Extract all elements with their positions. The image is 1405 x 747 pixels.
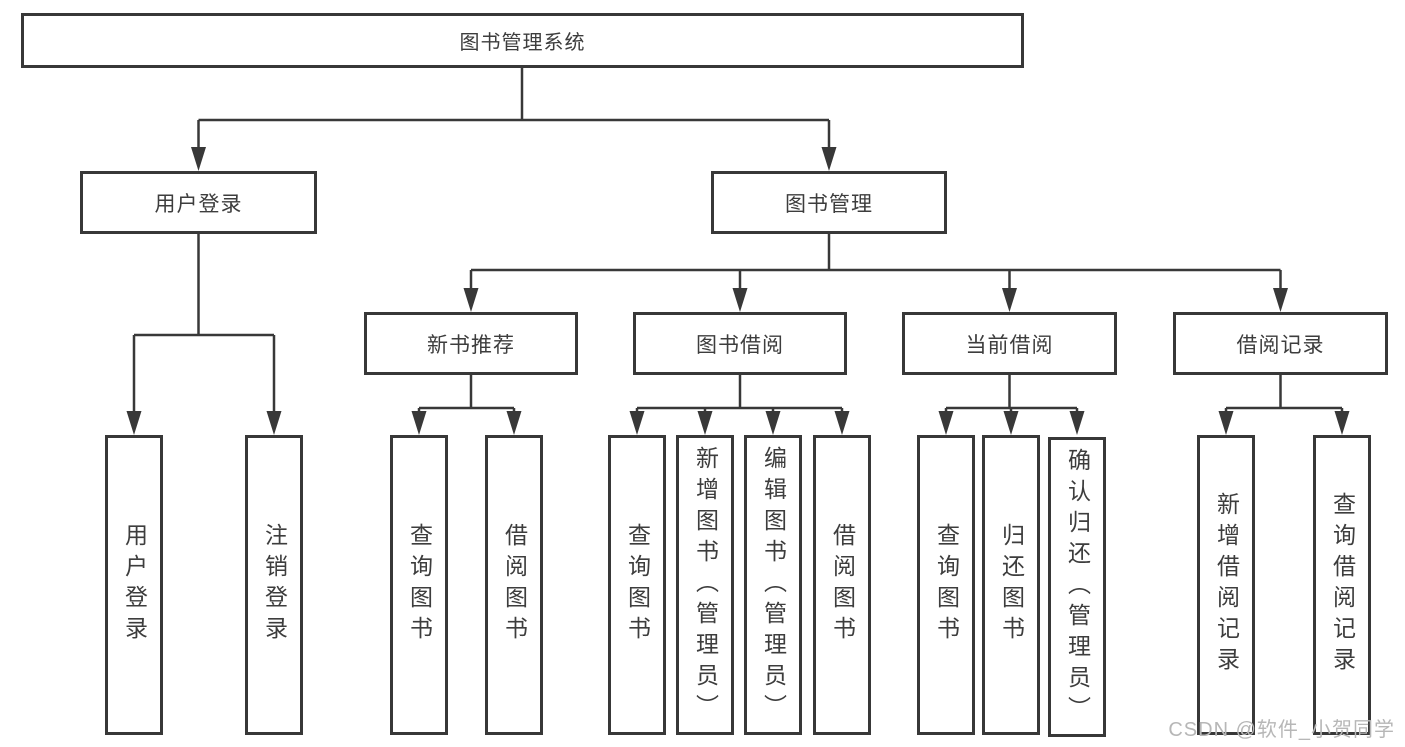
connector-root-to-level2 (191, 68, 837, 171)
leaf-user-login: 用户登录 (105, 435, 163, 735)
node-book-management: 图书管理 (711, 171, 947, 234)
connector-current-to-children (938, 375, 1085, 435)
leaf-add-books-admin: 新增图书（管理员） (676, 435, 734, 735)
node-user-login-label: 用户登录 (154, 192, 243, 216)
connector-records-to-children (1218, 375, 1350, 435)
leaf-user-login-label: 用户登录 (121, 523, 148, 647)
leaf-recommend-borrow-books-label: 借阅图书 (501, 523, 528, 647)
node-user-login: 用户登录 (80, 171, 317, 234)
leaf-recommend-query-books: 查询图书 (390, 435, 448, 735)
node-new-book-recommend: 新书推荐 (364, 312, 578, 375)
leaf-current-query-books: 查询图书 (917, 435, 975, 735)
leaf-logout: 注销登录 (245, 435, 303, 735)
node-book-borrow: 图书借阅 (633, 312, 847, 375)
leaf-add-borrow-record: 新增借阅记录 (1197, 435, 1255, 735)
leaf-edit-books-admin: 编辑图书（管理员） (744, 435, 802, 735)
leaf-recommend-borrow-books: 借阅图书 (485, 435, 543, 735)
leaf-return-books-label: 归还图书 (998, 523, 1025, 647)
connector-mgmt-to-level3 (463, 234, 1288, 312)
csdn-watermark: CSDN @软件_小贺同学 (1168, 719, 1395, 741)
leaf-borrow-books: 借阅图书 (813, 435, 871, 735)
connector-recommend-to-children (411, 375, 522, 435)
node-borrow-records: 借阅记录 (1173, 312, 1388, 375)
node-book-management-label: 图书管理 (785, 192, 873, 216)
node-root: 图书管理系统 (21, 13, 1024, 68)
leaf-current-query-books-label: 查询图书 (933, 523, 960, 647)
node-new-book-recommend-label: 新书推荐 (427, 333, 515, 357)
leaf-add-books-admin-label: 新增图书（管理员） (692, 445, 719, 725)
node-current-borrow-label: 当前借阅 (965, 333, 1054, 357)
leaf-return-books: 归还图书 (982, 435, 1040, 735)
connector-login-to-children (126, 234, 282, 435)
leaf-borrow-query-books-label: 查询图书 (624, 523, 651, 647)
leaf-edit-books-admin-label: 编辑图书（管理员） (760, 445, 787, 725)
leaf-confirm-return-admin-label: 确认归还（管理员） (1064, 447, 1091, 727)
node-borrow-records-label: 借阅记录 (1236, 333, 1325, 357)
leaf-borrow-books-label: 借阅图书 (829, 523, 856, 647)
leaf-query-borrow-record-label: 查询借阅记录 (1329, 492, 1356, 678)
leaf-borrow-query-books: 查询图书 (608, 435, 666, 735)
leaf-add-borrow-record-label: 新增借阅记录 (1213, 492, 1240, 678)
node-book-borrow-label: 图书借阅 (696, 333, 784, 357)
node-root-label: 图书管理系统 (459, 32, 586, 54)
leaf-query-borrow-record: 查询借阅记录 (1313, 435, 1371, 735)
connector-borrow-to-children (629, 375, 850, 435)
node-current-borrow: 当前借阅 (902, 312, 1117, 375)
leaf-logout-label: 注销登录 (261, 523, 288, 647)
leaf-recommend-query-books-label: 查询图书 (406, 523, 433, 647)
leaf-confirm-return-admin: 确认归还（管理员） (1048, 437, 1106, 737)
